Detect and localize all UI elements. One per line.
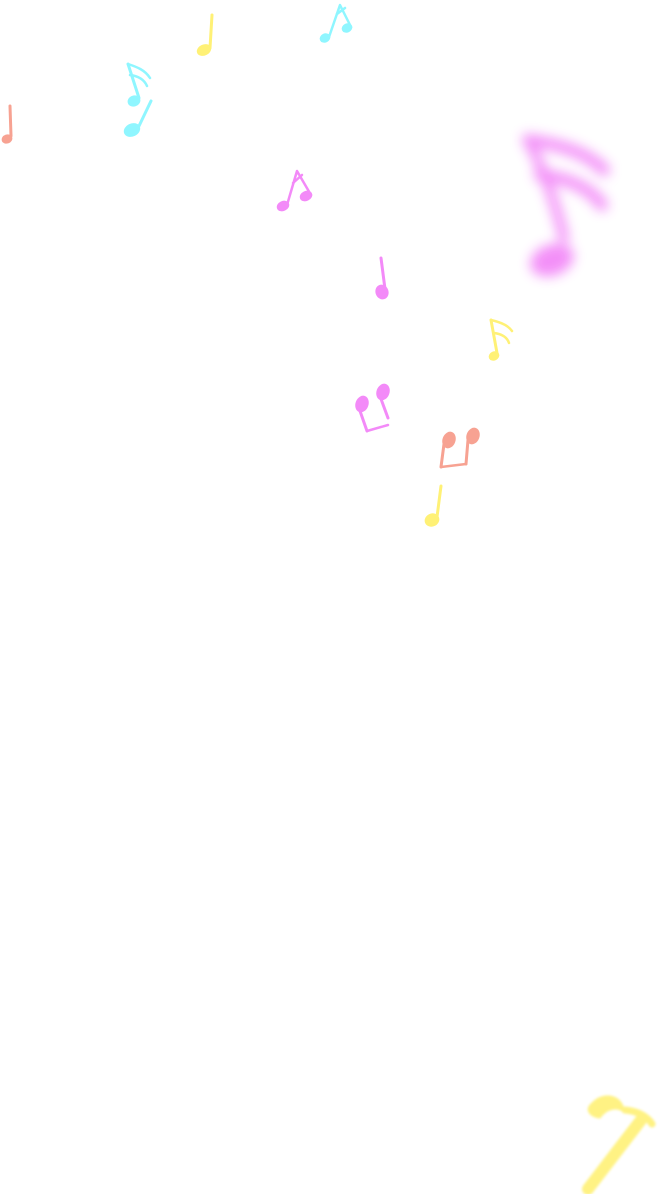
salmon-double-note-pair-icon bbox=[439, 427, 480, 469]
pink-quarter-note-middle-icon bbox=[375, 256, 389, 300]
cyan-beamed-note-top-icon bbox=[319, 3, 353, 43]
yellow-quarter-note-top-icon bbox=[196, 13, 214, 56]
yellow-blurred-note-corner-icon bbox=[582, 1095, 656, 1194]
pink-double-note-pair-icon bbox=[355, 383, 390, 433]
cyan-sixteenth-note-upper-icon bbox=[126, 62, 152, 107]
pink-blurred-large-note-icon bbox=[522, 134, 610, 277]
yellow-sixteenth-note-middle-icon bbox=[488, 318, 514, 361]
pink-beamed-note-middle-icon bbox=[276, 169, 313, 212]
cyan-quarter-note-left-icon bbox=[123, 99, 153, 137]
yellow-quarter-note-bottom-icon bbox=[424, 484, 443, 527]
salmon-small-note-left-icon bbox=[1, 104, 13, 144]
